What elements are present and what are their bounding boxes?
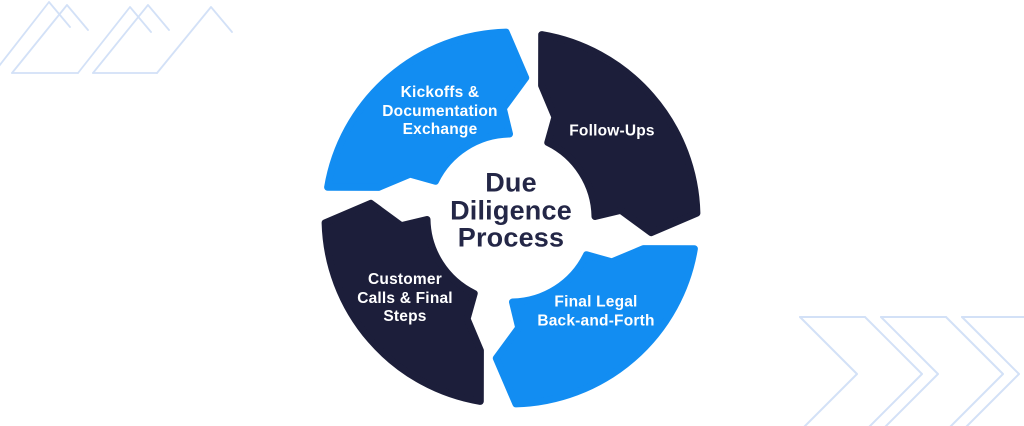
segment-final-legal — [492, 245, 698, 408]
segment-label-final-legal: Final Legal Back-and-Forth — [537, 293, 655, 329]
chevrons-top-left-decoration — [0, 1, 233, 74]
diagram-center-title: Due Diligence Process — [450, 167, 572, 253]
segment-follow-ups — [538, 31, 701, 237]
segment-customer-calls — [321, 199, 484, 405]
segment-label-follow-ups: Follow-Ups — [569, 122, 655, 140]
segment-label-kickoffs: Kickoffs & Documentation Exchange — [382, 84, 498, 139]
chevrons-bottom-right-decoration — [799, 316, 1024, 426]
segment-label-customer-calls: Customer Calls & Final Steps — [357, 271, 453, 326]
segment-kickoffs — [324, 28, 530, 191]
